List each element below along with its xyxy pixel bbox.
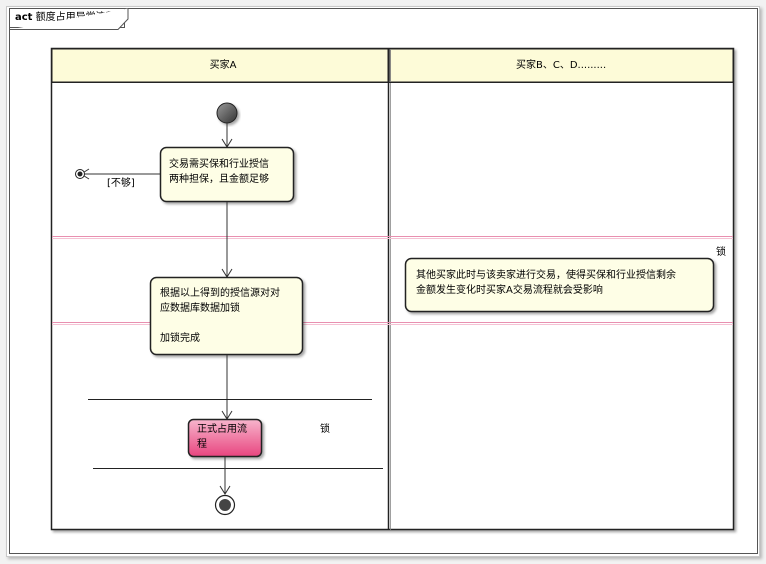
initial-node	[216, 102, 238, 124]
action-lock-data-text: 根据以上得到的授信源对对 应数据库数据加锁 加锁完成	[160, 288, 280, 344]
lock-label-center: 锁	[320, 424, 330, 435]
action-other-buyers	[404, 257, 715, 313]
frame-border	[9, 8, 758, 554]
action-lock-data	[149, 276, 304, 356]
frame-keyword: act	[15, 12, 33, 23]
action-formal-occupy	[187, 418, 263, 458]
frame-tab-outline	[9, 8, 129, 30]
action-check-guarantee	[159, 146, 295, 203]
lane-header-b	[389, 48, 734, 83]
lock-label-right: 锁	[716, 247, 726, 258]
frame-title: 额度占用异常流程	[35, 12, 116, 23]
lane-a-name: 买家A	[209, 60, 237, 71]
lane-b-name: 买家B、C、D.........	[516, 60, 607, 71]
action-other-buyers-text: 其他买家此时与该卖家进行交易，使得买保和行业授信剩余 金额发生变化时买家A交易流…	[416, 270, 676, 296]
guard-not-enough: [不够]	[107, 178, 135, 189]
action-check-guarantee-text: 交易需买保和行业授信 两种担保，且金额足够	[169, 159, 269, 185]
final-node-core	[219, 499, 231, 511]
action-formal-occupy-text: 正式占用流 程	[197, 424, 247, 450]
lane-header-a	[51, 48, 389, 83]
